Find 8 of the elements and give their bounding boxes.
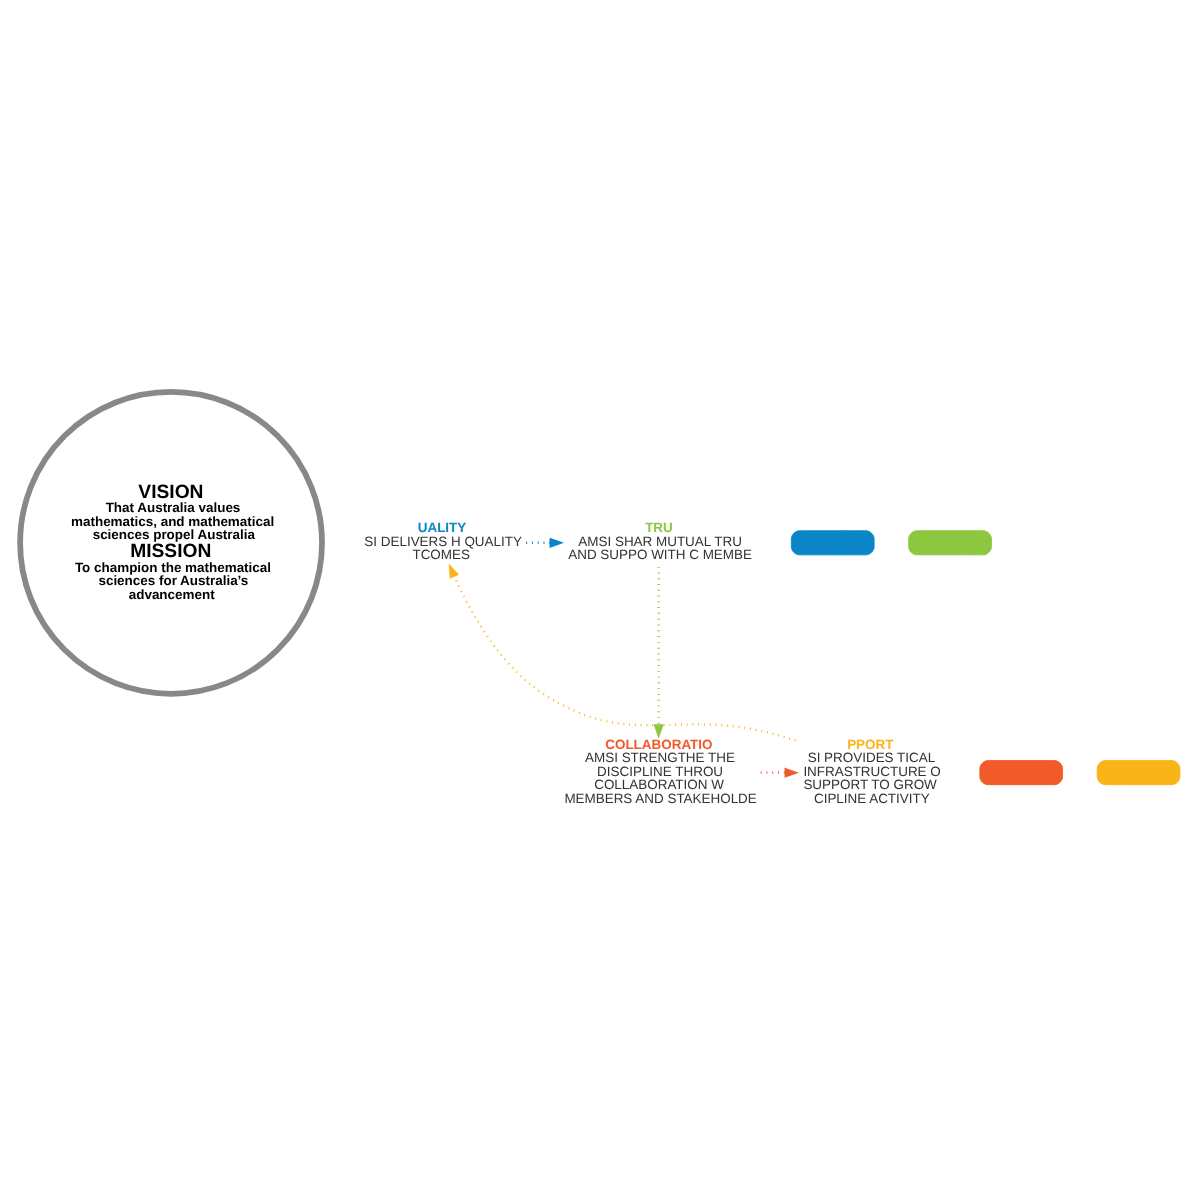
arrow bbox=[526, 536, 564, 547]
arrow bbox=[448, 562, 796, 741]
arrow bbox=[760, 766, 799, 777]
node-arc bbox=[790, 529, 875, 555]
node-arc bbox=[908, 529, 992, 555]
node-arc bbox=[979, 759, 1064, 785]
arrow bbox=[653, 565, 664, 738]
node-arc bbox=[1096, 759, 1181, 785]
